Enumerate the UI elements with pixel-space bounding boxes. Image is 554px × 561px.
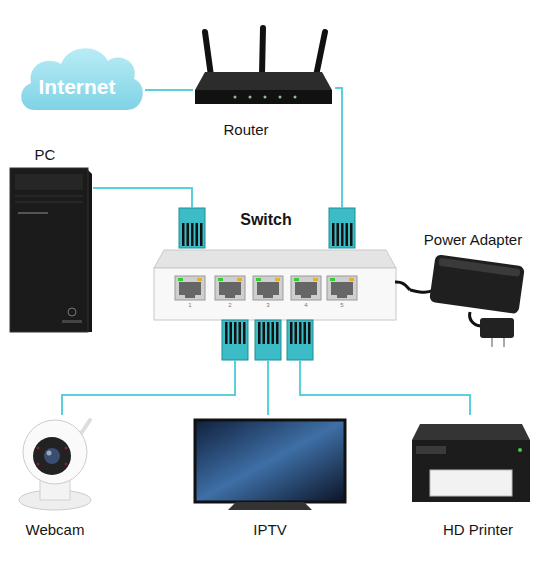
webcam-illustration bbox=[19, 420, 91, 510]
port-number: 1 bbox=[180, 302, 200, 309]
rj45-plugs bbox=[179, 208, 355, 360]
power-adapter-node: Power Adapter bbox=[410, 225, 540, 345]
printer-node: HD Printer bbox=[410, 415, 546, 545]
switch-node: Switch bbox=[150, 208, 395, 360]
network-cable bbox=[267, 360, 269, 415]
webcam-node: Webcam bbox=[5, 415, 105, 545]
device-label: HD Printer bbox=[408, 521, 548, 539]
device-label: Webcam bbox=[0, 521, 125, 539]
device-label: Switch bbox=[196, 211, 336, 229]
printer-illustration bbox=[412, 424, 530, 502]
cloud-label: Internet bbox=[7, 78, 147, 96]
port-number: 4 bbox=[296, 302, 316, 309]
network-cable bbox=[145, 89, 193, 91]
port-number: 3 bbox=[258, 302, 278, 309]
pc-node: PC bbox=[8, 143, 93, 333]
power-cable bbox=[395, 282, 410, 290]
network-cable bbox=[335, 88, 342, 208]
tv-illustration bbox=[195, 420, 345, 510]
switch-illustration bbox=[154, 250, 396, 320]
cloud-node: Internet bbox=[15, 40, 145, 112]
device-label: Router bbox=[176, 121, 316, 139]
port-number: 5 bbox=[332, 302, 352, 309]
device-label: Power Adapter bbox=[403, 231, 543, 249]
port-number: 2 bbox=[220, 302, 240, 309]
iptv-node: IPTV bbox=[190, 415, 350, 545]
device-label: PC bbox=[0, 146, 115, 164]
cloud-shape bbox=[15, 40, 145, 112]
network-cable bbox=[300, 360, 470, 415]
network-cable bbox=[93, 188, 192, 208]
network-cable bbox=[62, 360, 235, 415]
router-node: Router bbox=[193, 28, 335, 140]
router-illustration bbox=[195, 28, 332, 104]
pc-tower-illustration bbox=[10, 168, 92, 332]
device-label: IPTV bbox=[200, 521, 340, 539]
power-adapter-illustration bbox=[410, 254, 525, 347]
